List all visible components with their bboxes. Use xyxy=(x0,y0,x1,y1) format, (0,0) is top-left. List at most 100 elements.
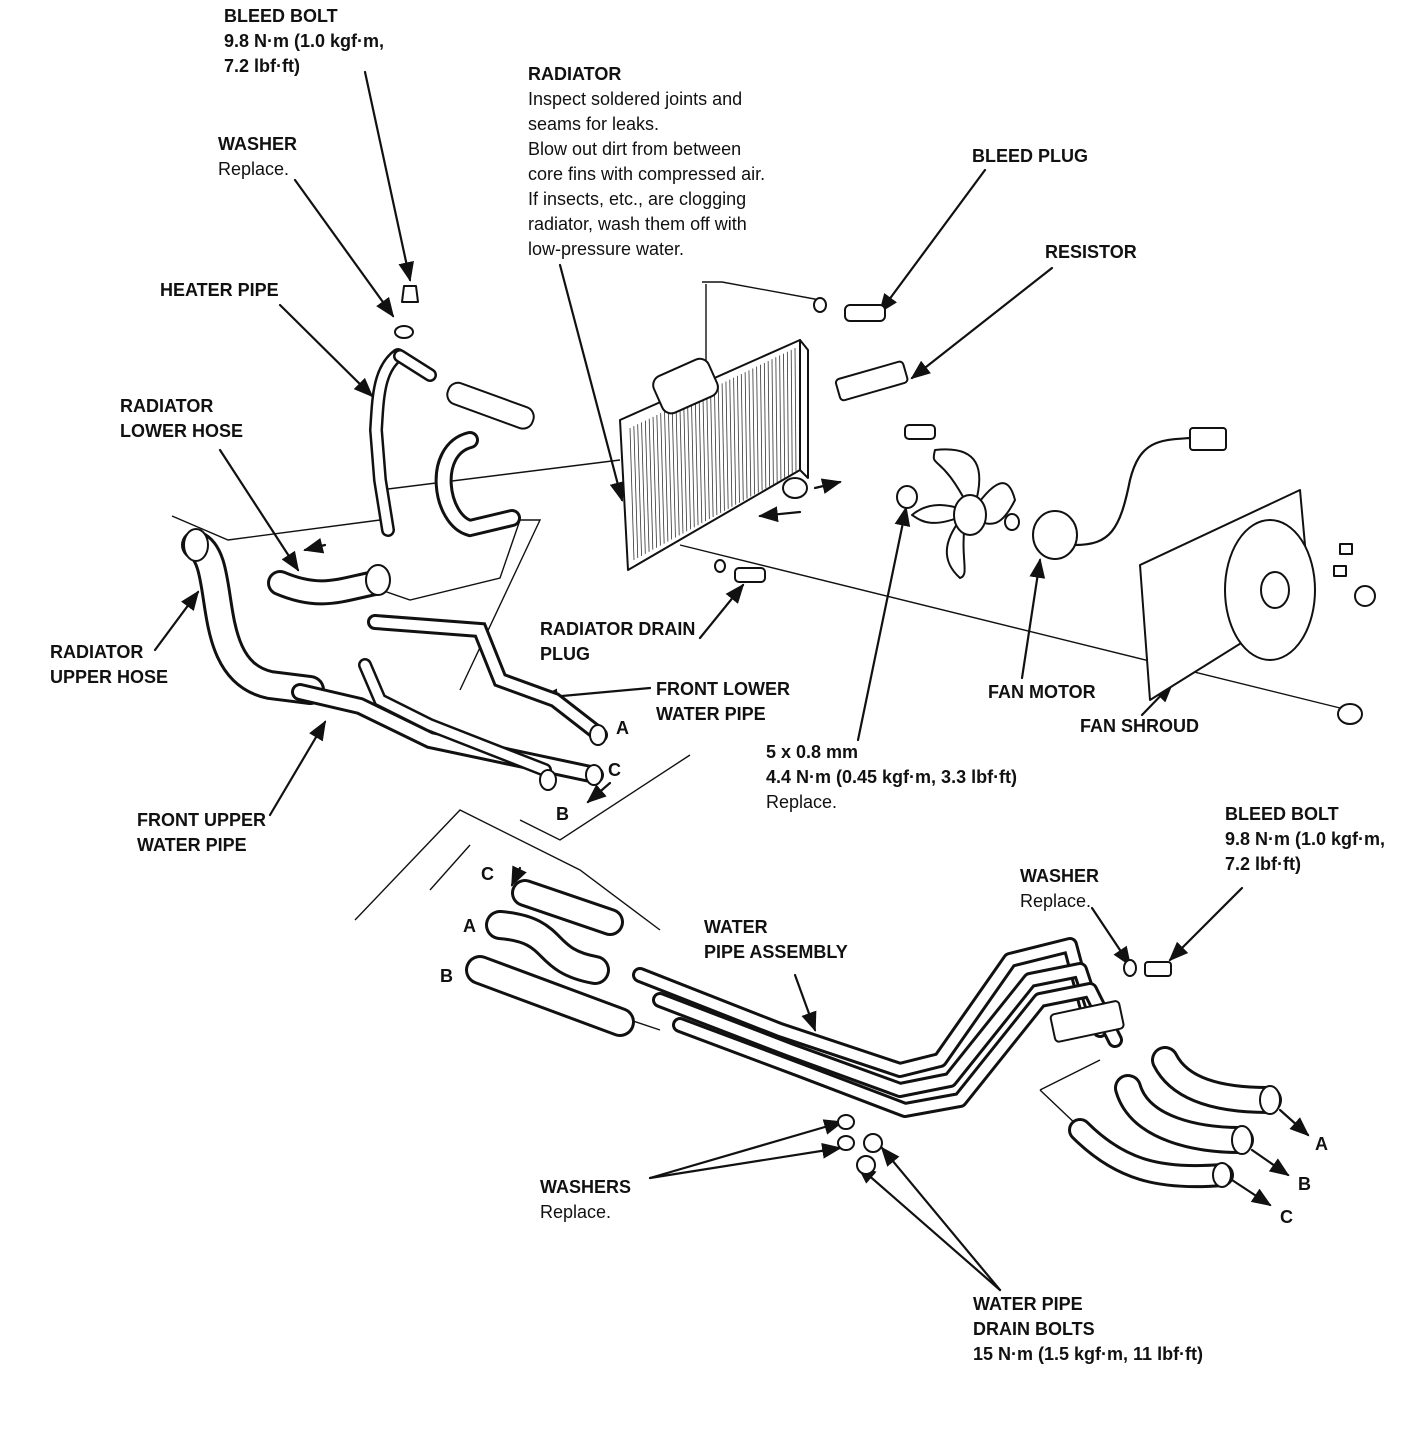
water-pipe-assembly-line1: WATER xyxy=(704,917,768,937)
bleed-bolt-top-torque: 9.8 N·m (1.0 kgf·m, xyxy=(224,31,385,51)
radiator-fin-line xyxy=(671,407,676,538)
fan-assembly-drawing xyxy=(896,427,1376,725)
radiator-note-line: If insects, etc., are clogging xyxy=(528,189,747,209)
radiator-fin-line xyxy=(748,370,752,497)
radiator-fin-line xyxy=(779,355,782,481)
bleed-bolt-top-title: BLEED BOLT xyxy=(224,6,338,26)
radiator-fin-line xyxy=(717,385,722,513)
fan-bolt-label: 5 x 0.8 mm 4.4 N·m (0.45 kgf·m, 3.3 lbf·… xyxy=(766,740,1017,815)
connector-hoses-drawing xyxy=(465,879,635,1037)
washers-bottom-note: Replace. xyxy=(540,1202,612,1222)
radiator-drawing xyxy=(619,339,809,583)
radiator-fin-line xyxy=(794,347,797,473)
radiator-fin-line xyxy=(637,424,642,556)
front-lower-water-pipe-line1: FRONT LOWER xyxy=(656,679,790,699)
connection-letter-a: A xyxy=(616,718,629,738)
rear-hoses-drawing xyxy=(1068,1046,1282,1189)
radiator-fin-line xyxy=(687,400,691,530)
radiator-fin-line xyxy=(675,405,680,536)
radiator-fin-line xyxy=(771,359,774,485)
radiator-fin-line xyxy=(763,362,767,489)
radiator-fin-line xyxy=(694,396,699,526)
radiator-fin-line xyxy=(698,394,703,524)
fan-bolt-torque: 4.4 N·m (0.45 kgf·m, 3.3 lbf·ft) xyxy=(766,767,1018,787)
front-upper-water-pipe-label: FRONT UPPER WATER PIPE xyxy=(137,808,266,858)
front-lower-water-pipe-line2: WATER PIPE xyxy=(656,704,766,724)
resistor-label: RESISTOR xyxy=(1045,242,1137,262)
washers-bottom-title: WASHERS xyxy=(540,1177,632,1197)
connection-letter-b: B xyxy=(1298,1174,1311,1194)
radiator-fin-line xyxy=(710,388,714,518)
radiator-fin-line xyxy=(679,403,684,534)
washer-right-note: Replace. xyxy=(1020,891,1092,911)
fan-shroud-label: FAN SHROUD xyxy=(1080,716,1200,736)
connection-letter-c: C xyxy=(1280,1207,1293,1227)
bleed-bolt-right-torque-imperial: 7.2 lbf·ft) xyxy=(1225,854,1301,874)
bleed-bolt-top-torque-imperial: 7.2 lbf·ft) xyxy=(224,56,300,76)
connection-letter-a: A xyxy=(463,916,476,936)
pipe-ends-upper-drawing xyxy=(539,724,607,791)
front-lower-water-pipe-label: FRONT LOWER WATER PIPE xyxy=(656,677,790,727)
radiator-fin-line xyxy=(633,426,639,558)
washer-right-title: WASHER xyxy=(1020,866,1100,886)
radiator-fin-line xyxy=(721,383,725,511)
bleed-bolt-right-torque: 9.8 N·m (1.0 kgf·m, xyxy=(1225,829,1386,849)
radiator-fin-line xyxy=(664,411,669,542)
bleed-plug-resistor-drawing xyxy=(813,297,936,440)
bleed-bolt-right-label: BLEED BOLT 9.8 N·m (1.0 kgf·m, 7.2 lbf·f… xyxy=(1225,802,1385,877)
radiator-fin-line xyxy=(690,398,695,528)
radiator-fin-line xyxy=(733,377,737,505)
radiator-note-line: seams for leaks. xyxy=(528,114,660,134)
connection-letter-b: B xyxy=(440,966,453,986)
front-upper-water-pipe-line1: FRONT UPPER xyxy=(137,810,267,830)
hoses-drawing xyxy=(181,528,391,705)
radiator-fin-line xyxy=(706,390,710,520)
radiator-fin-line xyxy=(683,401,688,532)
radiator-upper-hose-label: RADIATOR UPPER HOSE xyxy=(50,640,168,690)
radiator-fin-line xyxy=(760,364,763,491)
radiator-fin-line xyxy=(783,353,786,479)
radiator-lower-hose-line2: LOWER HOSE xyxy=(120,421,244,441)
radiator-upper-hose-line1: RADIATOR xyxy=(50,642,144,662)
front-water-pipes-drawing xyxy=(291,614,608,784)
fan-bolt-note: Replace. xyxy=(766,792,838,812)
radiator-fin-line xyxy=(775,357,778,483)
radiator-note-line: radiator, wash them off with xyxy=(528,214,747,234)
water-pipe-drain-bolts-line2: DRAIN BOLTS xyxy=(973,1319,1095,1339)
guide-lines xyxy=(171,281,1341,1129)
radiator-note-line: Blow out dirt from between xyxy=(528,139,742,159)
washer-top-note: Replace. xyxy=(218,159,290,179)
radiator-fin-line xyxy=(725,381,729,509)
radiator-drain-plug-label: RADIATOR DRAIN PLUG xyxy=(540,617,695,667)
fan-bolt-size: 5 x 0.8 mm xyxy=(766,742,859,762)
water-pipe-assembly-line2: PIPE ASSEMBLY xyxy=(704,942,848,962)
water-pipe-assembly-label: WATER PIPE ASSEMBLY xyxy=(704,915,848,965)
radiator-note-line: core fins with compressed air. xyxy=(528,164,766,184)
radiator-fin-line xyxy=(729,379,733,507)
water-pipe-drain-bolts-torque: 15 N·m (1.5 kgf·m, 11 lbf·ft) xyxy=(973,1344,1204,1364)
radiator-upper-hose-line2: UPPER HOSE xyxy=(50,667,169,687)
radiator-fin-line xyxy=(660,413,665,544)
bleed-plug-label: BLEED PLUG xyxy=(972,146,1089,166)
radiator-fin-line xyxy=(756,366,759,493)
radiator-fin-line xyxy=(641,422,646,554)
washer-top-label: WASHER Replace. xyxy=(218,132,297,182)
radiator-note-line: low-pressure water. xyxy=(528,239,685,259)
radiator-fin-line xyxy=(648,418,654,550)
radiator-lower-hose-label: RADIATOR LOWER HOSE xyxy=(120,394,243,444)
radiator-drain-plug-line1: RADIATOR DRAIN xyxy=(540,619,696,639)
front-upper-water-pipe-line2: WATER PIPE xyxy=(137,835,247,855)
radiator-drain-plug-line2: PLUG xyxy=(540,644,591,664)
water-pipe-drain-bolts-line1: WATER PIPE xyxy=(973,1294,1083,1314)
radiator-lower-hose-line1: RADIATOR xyxy=(120,396,214,416)
washer-top-title: WASHER xyxy=(218,134,298,154)
heater-pipe-label: HEATER PIPE xyxy=(160,280,279,300)
radiator-fin-line xyxy=(744,372,748,499)
radiator-fin-line xyxy=(714,387,718,515)
radiator-fin-line xyxy=(656,414,661,546)
washers-bottom-label: WASHERS Replace. xyxy=(540,1175,631,1225)
radiator-fin-line xyxy=(652,416,658,548)
radiator-fin-line xyxy=(786,351,789,477)
water-pipe-assembly-drawing xyxy=(632,937,1172,1175)
